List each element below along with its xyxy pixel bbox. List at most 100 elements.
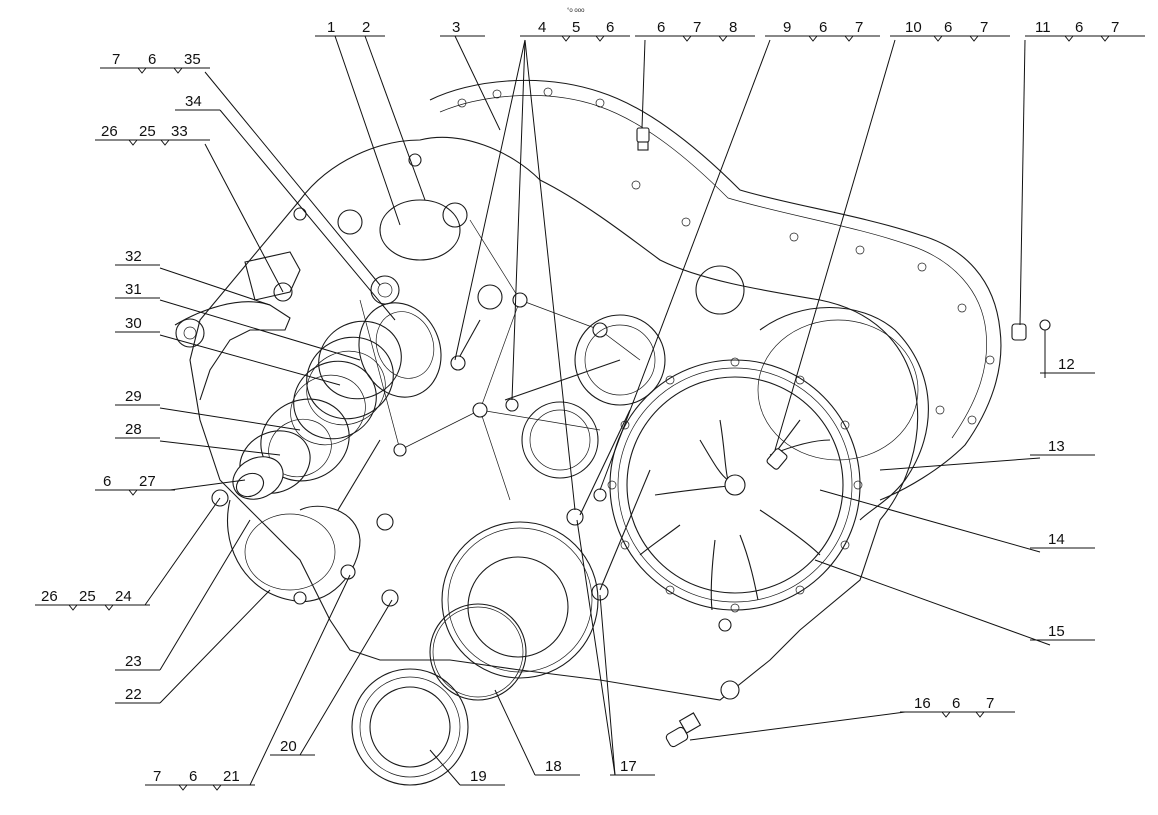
callout-number: 11 — [1035, 19, 1051, 36]
callout-number: 7 — [980, 19, 988, 36]
callout-number: 6 — [606, 19, 614, 36]
left-bracket — [174, 301, 291, 401]
leader-line — [524, 39, 576, 511]
callout-number: 34 — [185, 93, 202, 110]
callout-number: 1 — [327, 19, 335, 36]
callout-13: 13 — [879, 438, 1095, 471]
callout-number: 9 — [783, 19, 791, 36]
callout-number: 33 — [171, 123, 188, 140]
callout-number: 13 — [1048, 438, 1065, 455]
callout-underline — [520, 35, 630, 42]
upper-bosses — [175, 153, 503, 348]
callout-31: 31 — [115, 281, 361, 361]
leader-line — [814, 559, 1051, 646]
callout-20: 20 — [270, 599, 393, 756]
callout-underline — [35, 604, 150, 611]
leader-line — [219, 109, 396, 321]
callout-underline — [890, 35, 1010, 42]
callout-number: 16 — [914, 695, 931, 712]
callout-1: 1 — [315, 19, 401, 226]
callout-number: 6 — [819, 19, 827, 36]
callout-underline — [635, 35, 755, 42]
case-ribs — [359, 219, 641, 501]
callout-number: 7 — [855, 19, 863, 36]
leader-line — [159, 519, 251, 671]
leader-line — [299, 599, 393, 756]
leader-line — [599, 39, 771, 491]
callout-underline — [95, 489, 175, 496]
callout-number: 5 — [572, 19, 580, 36]
o-ring — [429, 603, 527, 701]
callout-number: 4 — [538, 19, 546, 36]
callout-number: 28 — [125, 421, 142, 438]
callout-29: 29 — [115, 388, 301, 431]
callout-number: 18 — [545, 758, 562, 775]
callout-underline — [100, 67, 210, 74]
callout-number: 10 — [905, 19, 922, 36]
leader-line — [364, 35, 426, 201]
callout-number: 23 — [125, 653, 142, 670]
callout-underline — [145, 784, 255, 791]
callout-10-6-7: 10 6 7 — [774, 19, 1010, 451]
callout-number: 30 — [125, 315, 142, 332]
leader-line — [576, 519, 616, 776]
callout-3: 3 — [440, 19, 501, 131]
callout-number: 8 — [729, 19, 737, 36]
callout-number: 6 — [657, 19, 665, 36]
callout-number: 19 — [470, 768, 487, 785]
callout-number: 25 — [139, 123, 156, 140]
rear-flange-bolt-holes — [457, 87, 995, 425]
leader-line — [169, 479, 246, 491]
leader-line — [204, 71, 381, 286]
callout-15: 15 — [814, 559, 1095, 646]
leader-line — [689, 711, 906, 741]
leader-line — [159, 589, 271, 704]
callout-underline — [1025, 35, 1145, 42]
leader-line — [1019, 39, 1026, 326]
callout-17: 17 — [576, 519, 655, 776]
callout-28: 28 — [115, 421, 281, 456]
header-mark: °o ooo — [567, 8, 585, 14]
leader-line — [494, 689, 536, 776]
callout-14: 14 — [819, 489, 1095, 553]
leader-line — [774, 39, 896, 451]
callout-number: 27 — [139, 473, 156, 490]
leader-line — [599, 594, 616, 776]
callout-number: 12 — [1058, 356, 1075, 373]
callout-9-6-7: 9 6 7 — [599, 19, 880, 491]
o-ring-inner — [432, 606, 524, 698]
left-lower-cover-ring — [244, 513, 336, 591]
leader-line — [511, 39, 526, 401]
callout-number: 3 — [452, 19, 460, 36]
callout-number: 2 — [362, 19, 370, 36]
leader-line — [249, 574, 351, 786]
callout-underline — [95, 139, 210, 146]
callout-number: 24 — [115, 588, 132, 605]
drawing — [174, 79, 1051, 786]
callout-number: 32 — [125, 248, 142, 265]
center-bores — [521, 265, 745, 479]
callout-number: 35 — [184, 51, 201, 68]
callout-number: 6 — [189, 768, 197, 785]
callout-number: 22 — [125, 686, 142, 703]
leader-line — [159, 299, 361, 361]
leader-line — [641, 39, 646, 129]
input-shaft-stack — [211, 320, 402, 507]
studs — [273, 127, 1051, 748]
leader-line — [159, 440, 281, 456]
callout-number: 31 — [125, 281, 142, 298]
callout-number: 17 — [620, 758, 637, 775]
callout-number: 7 — [986, 695, 994, 712]
callout-number: 14 — [1048, 531, 1065, 548]
bell-housing-inner — [757, 319, 919, 461]
callout-number: 6 — [944, 19, 952, 36]
